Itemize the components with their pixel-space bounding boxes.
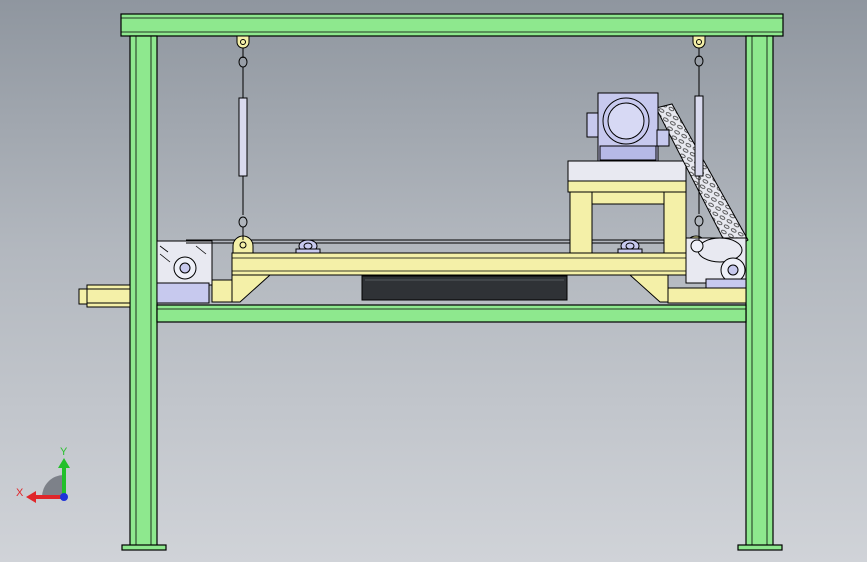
idler-rollers <box>295 239 643 254</box>
top-beam[interactable] <box>120 13 784 37</box>
triad-plane-wedge <box>42 475 64 497</box>
left-suspension[interactable] <box>236 35 250 240</box>
left-bearing-block <box>156 282 210 304</box>
drive-chain[interactable] <box>655 103 749 253</box>
right-suspension[interactable] <box>692 35 706 240</box>
conveyor-bed[interactable] <box>211 252 747 304</box>
left-turnbuckle <box>238 97 248 177</box>
y-axis-label: Y <box>60 446 68 458</box>
right-base-plate <box>737 544 783 551</box>
right-column[interactable] <box>745 35 774 548</box>
mid-beam[interactable] <box>156 304 747 323</box>
drive-motor[interactable] <box>586 92 670 162</box>
z-axis-dot <box>60 493 68 501</box>
left-drum-assembly[interactable] <box>156 240 213 304</box>
belt-lines <box>186 239 700 244</box>
motor-stand[interactable] <box>567 160 687 254</box>
conveyor-frame[interactable] <box>231 252 687 276</box>
left-base-plate <box>121 544 167 551</box>
axis-triad: Y X <box>16 446 70 503</box>
right-turnbuckle <box>694 95 704 177</box>
x-axis-label: X <box>16 487 24 499</box>
support-frame[interactable] <box>120 13 784 551</box>
right-drum-assembly[interactable] <box>685 237 747 289</box>
infeed-channel[interactable] <box>78 284 131 308</box>
left-column[interactable] <box>129 35 158 548</box>
